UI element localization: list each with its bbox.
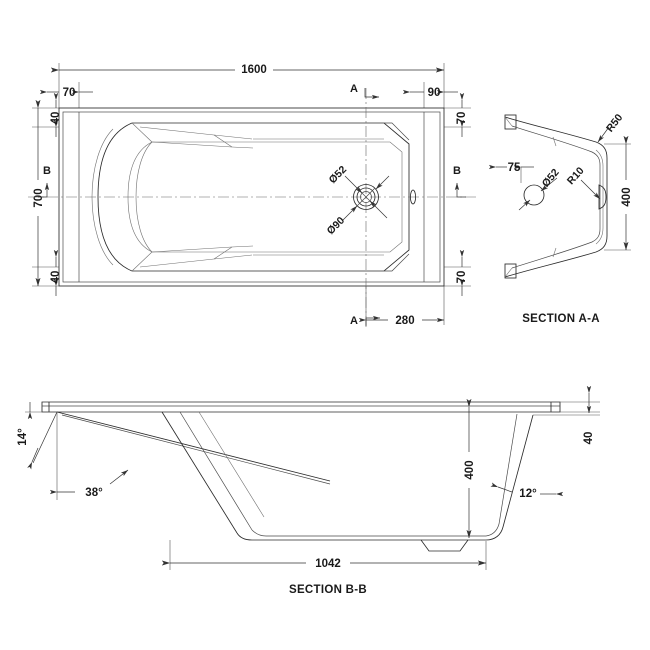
dim-12deg-label: 12°	[519, 488, 537, 500]
bb-rim-band	[41, 401, 561, 413]
shoulder-tie-top	[213, 134, 233, 148]
bath-outer-edge	[58, 107, 445, 287]
dim-40-rim: 40	[533, 385, 600, 445]
dim-r10: R10	[565, 165, 601, 200]
dim-r10-label: R10	[565, 165, 587, 187]
waste-mid-circle	[356, 187, 376, 207]
shoulder-wedge-bottom-a	[139, 254, 253, 268]
dim-1042: 1042	[161, 540, 487, 570]
shoulder-wedge-bottom-b	[151, 245, 254, 253]
dim-12deg: 12°	[490, 482, 564, 500]
section-aa-title: SECTION A-A	[522, 313, 600, 325]
backrest-curve-inner	[135, 141, 153, 253]
bb-steep-leg-b	[179, 411, 253, 531]
aa-facet-top	[504, 116, 513, 127]
dim-dia90-plan-label: Ø90	[325, 215, 348, 238]
section-bb-title: SECTION B-B	[289, 584, 367, 596]
bb-steep-leg-a	[161, 411, 238, 534]
dim-dia52-aa-label: Ø52	[540, 166, 562, 189]
dim-700-label: 700	[33, 188, 45, 207]
section-mark-b-right-label: B	[453, 165, 461, 177]
dim-400-aa: 400	[604, 135, 635, 251]
dim-14deg: 14°	[17, 402, 58, 470]
aa-rim-tab-bottom	[504, 263, 517, 279]
waste-inner-circle	[360, 191, 372, 203]
bb-base-line	[236, 532, 486, 541]
aa-wall-thickness	[595, 149, 604, 245]
overflow-slot	[409, 189, 417, 205]
dim-waste-offset: 280	[358, 312, 445, 327]
dim-70-topright-label: 70	[456, 112, 468, 125]
waste-leaders: Ø52 Ø90	[325, 164, 390, 238]
dim-dia52-plan-label: Ø52	[327, 164, 350, 187]
dim-1042-label: 1042	[315, 558, 341, 570]
dim-bottom-inset: 40	[50, 249, 62, 296]
dim-70-bottomright-label: 70	[456, 271, 468, 284]
dim-280-label: 280	[395, 315, 414, 327]
aa-facet-bottom	[504, 267, 513, 278]
dim-overall-length: 1600	[50, 61, 445, 77]
bb-right-wall-outer	[485, 414, 534, 541]
dim-400-bb-label: 400	[464, 460, 476, 479]
section-mark-a-bottom-label: A	[350, 315, 358, 327]
backrest-facet-bottom	[131, 251, 153, 272]
shoulder-tie-bottom	[213, 246, 233, 260]
dim-75-label: 75	[508, 162, 521, 174]
aa-outer-profile	[504, 116, 608, 278]
waste-cross-b	[356, 187, 376, 207]
bb-backrest-slope-lower	[61, 414, 331, 485]
aa-rib-top	[552, 136, 557, 147]
dim-top-inset: 40	[50, 92, 62, 137]
aa-overflow-slot	[598, 184, 607, 210]
dim-38deg: 38°	[49, 412, 129, 500]
bowl-corner-bottom-right	[384, 253, 410, 272]
dim-70-left-label: 70	[63, 87, 76, 99]
bb-waste-bulge	[420, 539, 469, 552]
dim-1600-label: 1600	[241, 64, 267, 76]
aa-rib-bottom	[552, 247, 557, 258]
dim-r50: R50	[597, 112, 625, 143]
shoulder-wedge-top-b	[151, 141, 254, 149]
bath-base-outline	[127, 141, 403, 253]
bb-steep-leg-c	[198, 411, 265, 518]
dim-right-offset: 90	[402, 87, 458, 99]
section-aa-view: Ø52 75 R50 R10 400 SECTION A-A	[488, 112, 635, 325]
bowl-corner-top-right	[384, 122, 410, 141]
bath-bowl-opening	[97, 122, 410, 272]
dim-75: 75	[488, 162, 534, 183]
waste-outer-circle	[353, 184, 379, 210]
section-mark-a: A A	[350, 83, 381, 327]
backrest-facet-top	[131, 122, 153, 143]
dim-14deg-label: 14°	[17, 428, 29, 446]
dim-400-aa-label: 400	[621, 187, 633, 206]
dim-400-bb: 400	[460, 398, 478, 539]
dim-top-right-inset: 70	[456, 92, 468, 137]
section-mark-a-top-label: A	[350, 83, 358, 95]
dim-bottom-right-inset: 70	[456, 249, 468, 296]
dim-r50-label: R50	[604, 112, 625, 135]
dim-40-bottom-label: 40	[50, 271, 62, 284]
aa-inner-profile	[511, 125, 601, 269]
dim-38deg-label: 38°	[85, 487, 103, 499]
section-bb-view: 14° 38° 12° 400 40	[17, 385, 600, 596]
plan-view: 1600 70 90 700 40 40	[28, 61, 476, 330]
section-mark-b-left-label: B	[43, 165, 51, 177]
bb-right-wall-inner	[485, 413, 518, 537]
dim-left-offset: 70	[39, 87, 93, 99]
shoulder-wedge-top-a	[139, 126, 253, 140]
section-mark-b: B B	[38, 165, 466, 198]
aa-waste-circle	[523, 184, 545, 206]
bb-base-inner-line	[251, 529, 486, 537]
dim-40-top-label: 40	[50, 112, 62, 125]
dim-40-rim-label: 40	[583, 432, 595, 445]
aa-rim-tab-top	[504, 114, 517, 130]
bb-backrest-slope-upper	[56, 411, 331, 482]
dim-90-right-label: 90	[428, 87, 441, 99]
